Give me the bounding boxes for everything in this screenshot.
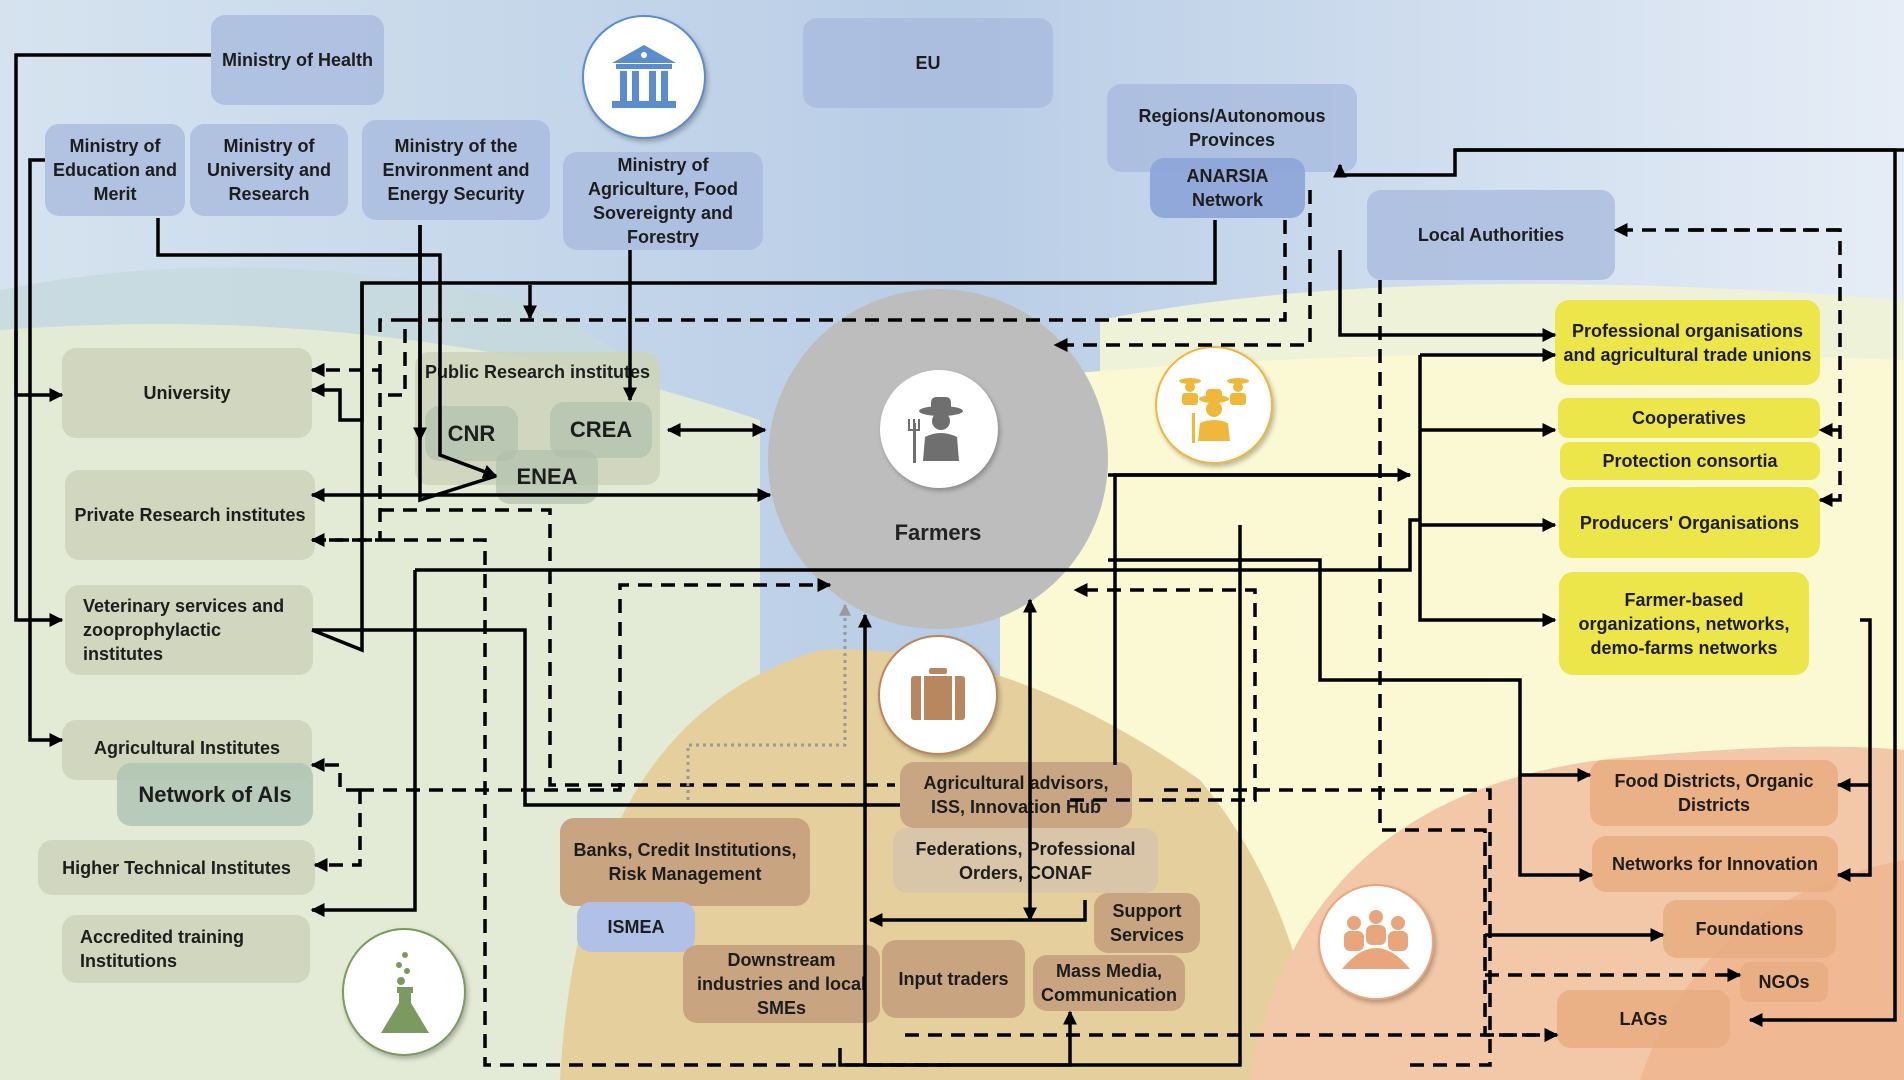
local-authorities-label: Local Authorities [1417, 225, 1565, 245]
eu-node[interactable]: EU [803, 18, 1053, 108]
ministry-health-node[interactable]: Ministry of Health [211, 15, 384, 105]
enea-node[interactable]: ENEA [496, 450, 598, 504]
ministry-education-label: Ministry of Education and Merit [53, 136, 178, 204]
cooperatives-label: Cooperatives [1631, 408, 1747, 428]
federations-label: Federations, Professional Orders, CONAF [915, 838, 1136, 883]
private-research-label: Private Research institutes [74, 505, 306, 525]
ministry-university-label: Ministry of University and Research [206, 136, 332, 204]
ministry-environment-node[interactable]: Ministry of the Environment and Energy S… [362, 120, 550, 220]
higher-technical-label: Higher Technical Institutes [62, 857, 291, 878]
university-label: University [143, 383, 231, 403]
ministry-university-node[interactable]: Ministry of University and Research [190, 124, 348, 216]
local-authorities-node[interactable]: Local Authorities [1367, 190, 1615, 280]
lags-node[interactable]: LAGs [1557, 990, 1730, 1048]
farmer-icon [880, 370, 998, 488]
foundations-node[interactable]: Foundations [1663, 900, 1836, 958]
accredited-training-node[interactable]: Accredited training Institutions [62, 915, 310, 983]
people-meeting-icon [1318, 884, 1434, 1000]
network-ais-label: Network of AIs [138, 781, 292, 807]
ministry-agriculture-node[interactable]: Ministry of Agriculture, Food Sovereignt… [563, 152, 763, 250]
federations-node[interactable]: Federations, Professional Orders, CONAF [893, 828, 1158, 893]
briefcase-icon [878, 635, 998, 755]
veterinary-node[interactable]: Veterinary services and zooprophylactic … [65, 585, 313, 675]
downstream-label: Downstream industries and local SMEs [696, 950, 867, 1018]
anarsia-label: ANARSIA Network [1186, 166, 1269, 210]
public-research-label: Public Research institutes [424, 362, 651, 382]
crea-label: CREA [569, 417, 633, 442]
higher-technical-node[interactable]: Higher Technical Institutes [38, 840, 315, 895]
farmers-label: Farmers [894, 520, 982, 545]
ismea-node[interactable]: ISMEA [577, 902, 695, 952]
farmers-group-icon [1155, 346, 1273, 464]
advisors-node[interactable]: Agricultural advisors, ISS, Innovation H… [900, 762, 1132, 828]
ngos-label: NGOs [1758, 972, 1810, 992]
food-districts-node[interactable]: Food Districts, Organic Districts [1590, 760, 1838, 826]
farmer-based-orgs-node[interactable]: Farmer-based organizations, networks, de… [1559, 572, 1809, 675]
network-ais-node[interactable]: Network of AIs [117, 763, 313, 826]
input-traders-label: Input traders [898, 969, 1009, 989]
mass-media-node[interactable]: Mass Media, Communication [1033, 955, 1185, 1011]
professional-orgs-node[interactable]: Professional organisations and agricultu… [1555, 300, 1820, 385]
banks-node[interactable]: Banks, Credit Institutions, Risk Managem… [560, 818, 810, 906]
ismea-label: ISMEA [607, 917, 665, 937]
support-services-node[interactable]: Support Services [1094, 893, 1200, 953]
ministry-environment-label: Ministry of the Environment and Energy S… [382, 136, 530, 204]
university-node[interactable]: University [62, 348, 312, 438]
regions-node[interactable]: Regions/Autonomous Provinces [1107, 84, 1357, 172]
eu-label: EU [915, 53, 941, 73]
government-building-icon [582, 15, 706, 139]
farmer-based-orgs-label: Farmer-based organizations, networks, de… [1578, 589, 1790, 658]
cnr-label: CNR [447, 420, 496, 446]
foundations-label: Foundations [1695, 919, 1804, 939]
mass-media-label: Mass Media, Communication [1041, 961, 1178, 1005]
downstream-node[interactable]: Downstream industries and local SMEs [683, 945, 880, 1023]
networks-innovation-label: Networks for Innovation [1611, 854, 1818, 874]
regions-label: Regions/Autonomous Provinces [1138, 106, 1326, 150]
input-traders-node[interactable]: Input traders [882, 940, 1025, 1018]
ministry-education-node[interactable]: Ministry of Education and Merit [45, 124, 185, 216]
protection-consortia-label: Protection consortia [1602, 451, 1778, 471]
support-services-label: Support Services [1109, 901, 1185, 945]
ngos-node[interactable]: NGOs [1740, 962, 1828, 1002]
agricultural-institutes-label: Agricultural Institutes [93, 738, 281, 758]
anarsia-node[interactable]: ANARSIA Network [1150, 158, 1305, 218]
ministry-health-label: Ministry of Health [221, 50, 373, 70]
private-research-node[interactable]: Private Research institutes [65, 470, 315, 560]
food-districts-label: Food Districts, Organic Districts [1614, 771, 1814, 815]
networks-innovation-node[interactable]: Networks for Innovation [1592, 836, 1838, 892]
advisors-label: Agricultural advisors, ISS, Innovation H… [923, 773, 1109, 817]
lags-label: LAGs [1619, 1009, 1668, 1029]
veterinary-label: Veterinary services and zooprophylactic … [83, 596, 285, 664]
producers-orgs-node[interactable]: Producers' Organisations [1559, 487, 1820, 558]
accredited-training-label: Accredited training Institutions [80, 927, 245, 971]
ministry-agriculture-label: Ministry of Agriculture, Food Sovereignt… [588, 155, 738, 247]
banks-label: Banks, Credit Institutions, Risk Managem… [573, 840, 797, 884]
flask-icon [342, 928, 466, 1056]
producers-orgs-label: Producers' Organisations [1579, 512, 1800, 533]
protection-consortia-node[interactable]: Protection consortia [1560, 442, 1820, 480]
cooperatives-node[interactable]: Cooperatives [1558, 398, 1820, 438]
enea-label: ENEA [516, 464, 578, 489]
professional-orgs-label: Professional organisations and agricultu… [1563, 320, 1812, 365]
